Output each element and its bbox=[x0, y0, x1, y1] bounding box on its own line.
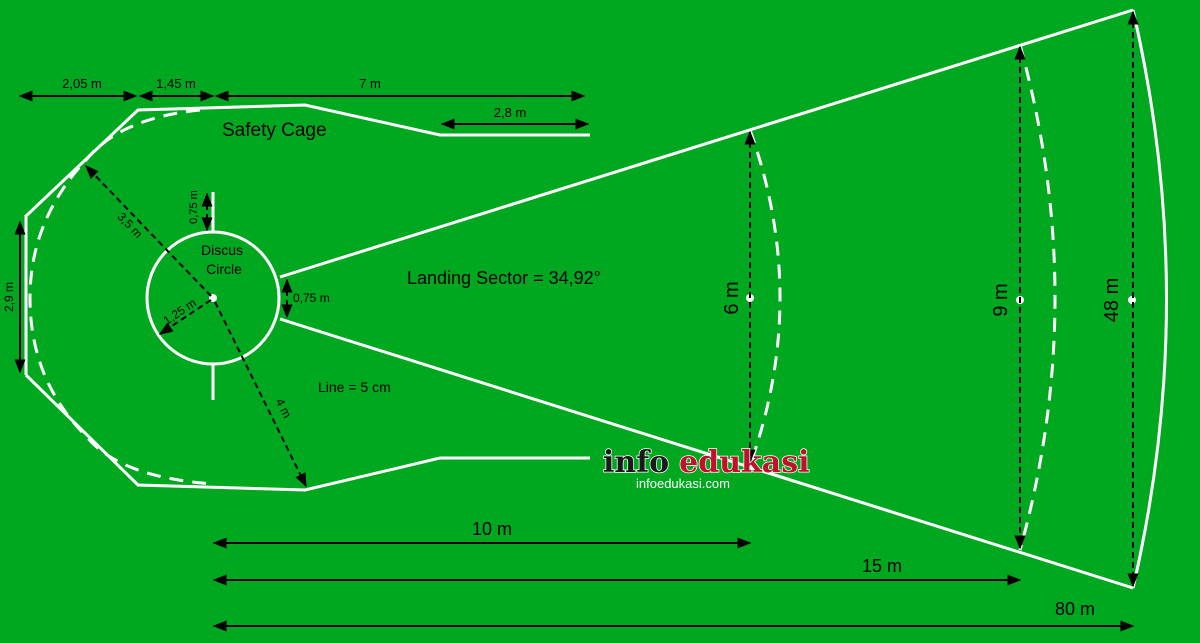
discus-label-line1: Discus bbox=[201, 242, 243, 258]
dist-10-label: 10 m bbox=[472, 519, 512, 539]
field-lines bbox=[24, 8, 1168, 590]
cage-radius-label: 3,5 m bbox=[114, 210, 145, 241]
watermark-brand: info edukasi bbox=[603, 445, 810, 480]
sector-line-lower bbox=[279, 317, 1134, 590]
dist-15-label: 15 m bbox=[862, 556, 902, 576]
stub-side-label: 0,75 m bbox=[293, 291, 330, 305]
dim-arrow-3-5 bbox=[85, 164, 212, 297]
dim-arrow-1-25 bbox=[158, 299, 212, 335]
cage-inner-arc bbox=[28, 108, 216, 486]
cage-width-label: 2,9 m bbox=[2, 282, 16, 312]
discus-label-line2: Circle bbox=[206, 261, 242, 277]
watermark-url: infoedukasi.com bbox=[636, 476, 730, 491]
arc-6-label: 6 m bbox=[721, 281, 743, 314]
cage-length-label: 7 m bbox=[359, 76, 381, 91]
sector-arc-48 bbox=[1131, 9, 1168, 589]
arc-48-label: 48 m bbox=[1101, 278, 1123, 322]
watermark-brand-part2: edukasi bbox=[679, 445, 809, 480]
dist-80-label: 80 m bbox=[1055, 599, 1095, 619]
front-distance-label: 4 m bbox=[273, 396, 295, 420]
cage-mid-label: 1,45 m bbox=[156, 76, 196, 91]
dashed-dimension-arrows bbox=[85, 10, 1139, 588]
cage-back-label: 2,05 m bbox=[62, 76, 102, 91]
sector-line-upper bbox=[279, 8, 1134, 279]
dimension-arrows bbox=[14, 90, 1135, 632]
watermark: info edukasi infoedukasi.com bbox=[602, 444, 810, 491]
cage-opening-label: 2,8 m bbox=[494, 105, 527, 120]
sector-arc-6 bbox=[748, 129, 782, 466]
dim-arrow-4 bbox=[214, 301, 307, 488]
line-note-label: Line = 5 cm bbox=[318, 379, 391, 395]
landing-sector-label: Landing Sector = 34,92° bbox=[407, 268, 601, 288]
safety-cage-title: Safety Cage bbox=[222, 120, 327, 141]
watermark-brand-part1: info bbox=[603, 445, 669, 480]
dashed-arcs bbox=[28, 44, 1057, 551]
sector-arc-9 bbox=[1018, 44, 1057, 551]
safety-cage-outline-bottom bbox=[24, 373, 590, 492]
stub-top-label: 0,75 m bbox=[188, 190, 200, 224]
arc-9-label: 9 m bbox=[990, 283, 1012, 316]
safety-cage-outline-top bbox=[24, 103, 590, 375]
